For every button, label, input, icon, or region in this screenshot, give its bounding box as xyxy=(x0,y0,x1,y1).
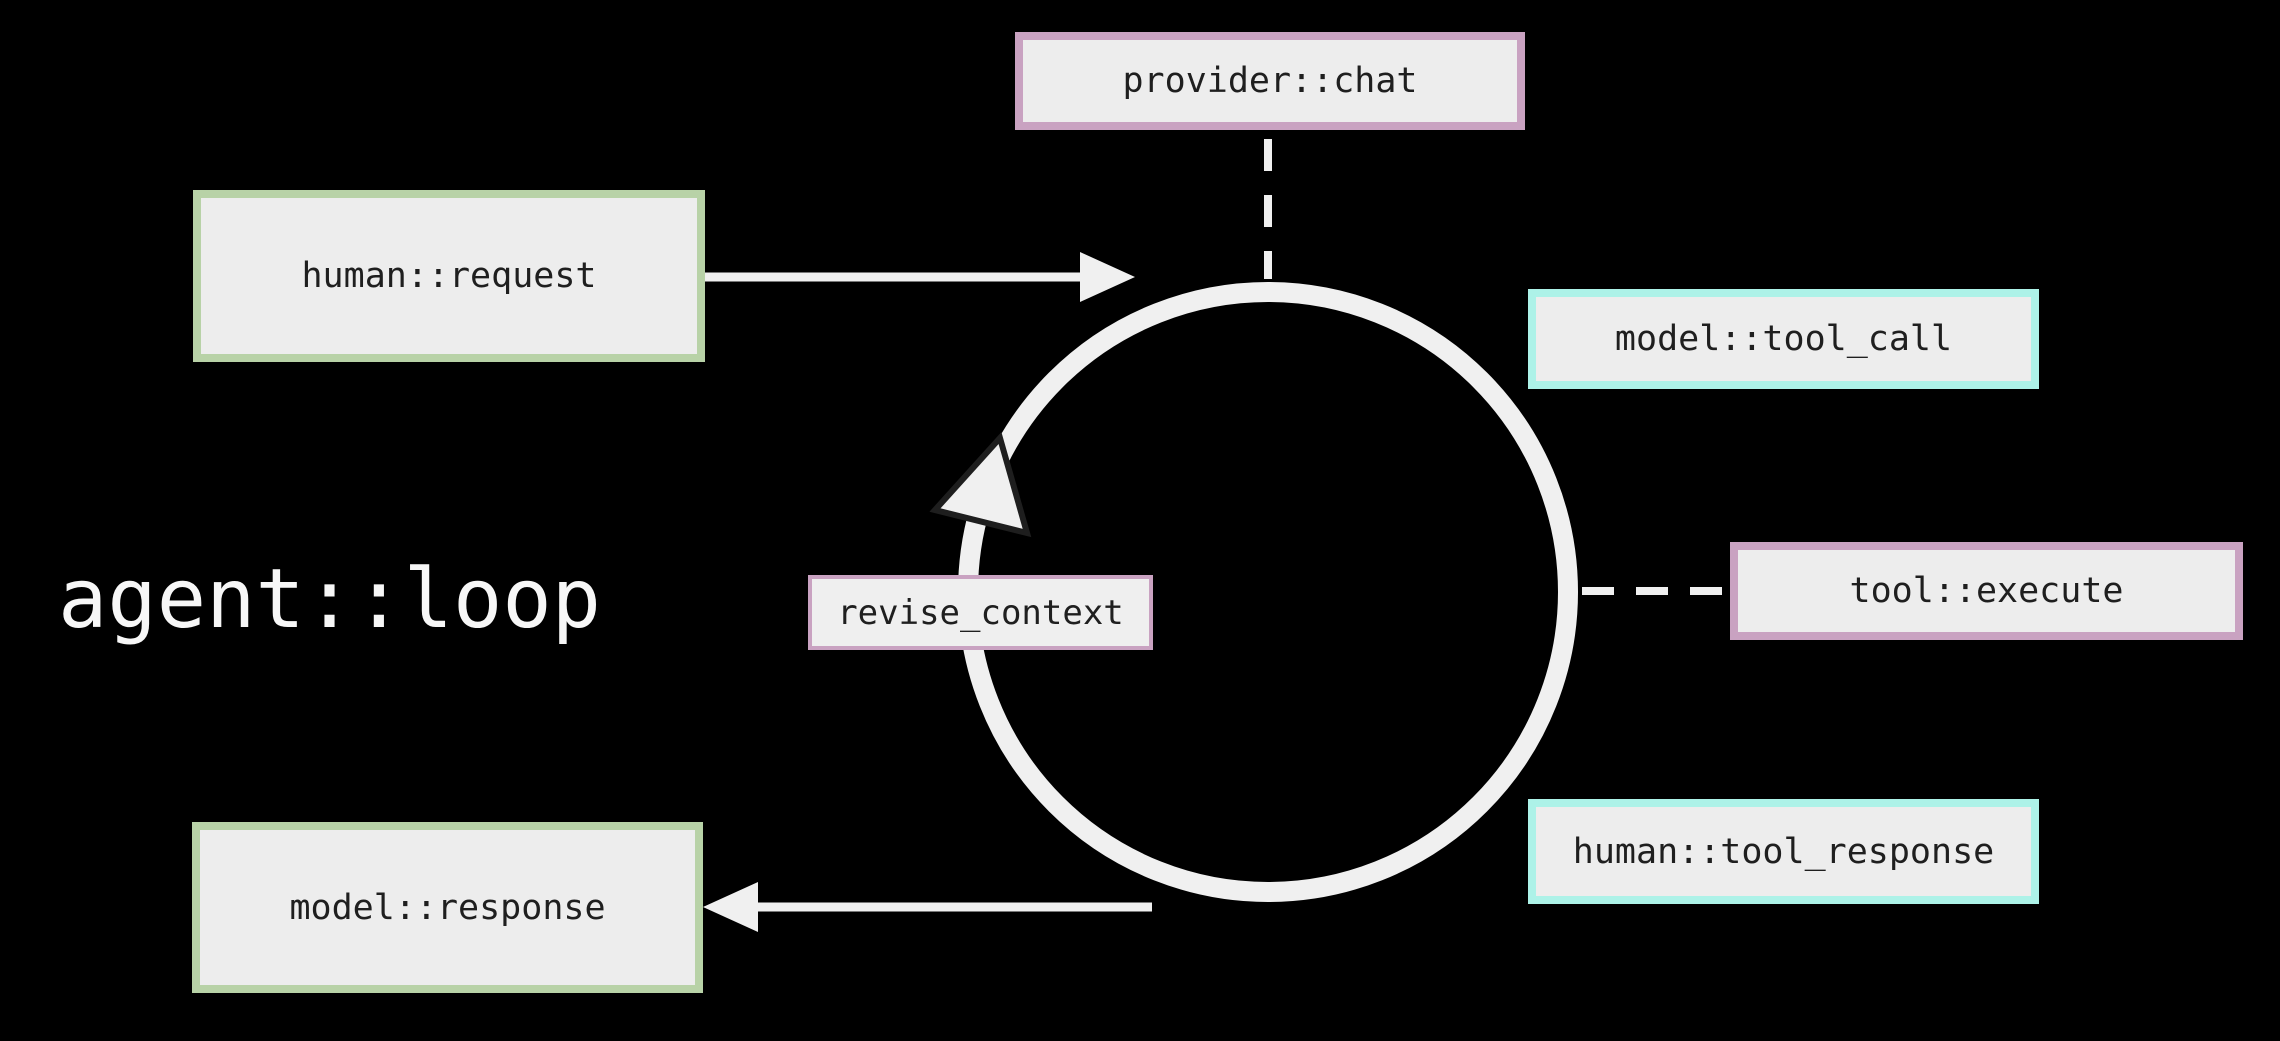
loop-title: agent::loop xyxy=(58,552,602,647)
model-response-arrowhead xyxy=(703,882,758,932)
node-human-tool-response-label: human::tool_response xyxy=(1572,831,1995,872)
human-request-arrow xyxy=(705,252,1135,302)
node-revise-context: revise_context xyxy=(808,575,1153,650)
node-revise-context-label: revise_context xyxy=(837,592,1124,633)
node-human-request-label: human::request xyxy=(301,256,597,296)
loop-direction-arrowhead xyxy=(929,431,1032,538)
node-tool-execute-label: tool::execute xyxy=(1849,571,2124,611)
model-response-arrow xyxy=(703,882,1152,932)
node-human-request: human::request xyxy=(193,190,705,362)
node-model-response: model::response xyxy=(192,822,703,993)
node-model-tool-call-label: model::tool_call xyxy=(1614,319,1953,359)
node-provider-chat-label: provider::chat xyxy=(1122,61,1418,101)
human-request-arrowhead xyxy=(1080,252,1135,302)
node-provider-chat: provider::chat xyxy=(1015,32,1525,130)
node-human-tool-response: human::tool_response xyxy=(1528,799,2039,904)
node-model-response-label: model::response xyxy=(289,887,606,928)
node-tool-execute: tool::execute xyxy=(1730,542,2243,640)
node-model-tool-call: model::tool_call xyxy=(1528,289,2039,389)
